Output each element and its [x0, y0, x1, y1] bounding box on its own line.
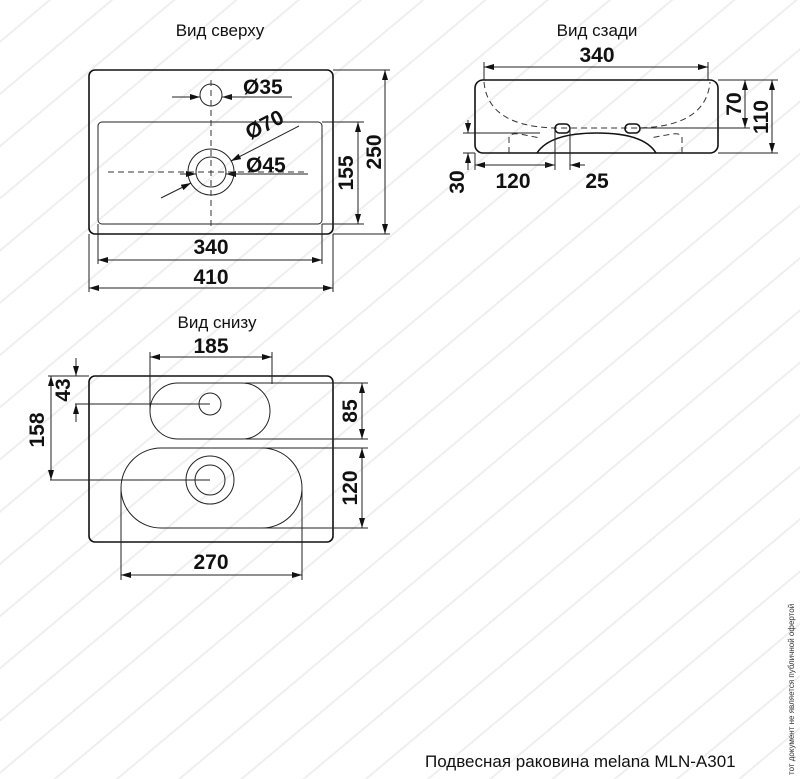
dim-tap-hole: Ø35	[243, 76, 283, 99]
bottom-outline	[88, 375, 334, 543]
dim-lower-width: 270	[193, 551, 228, 574]
dim-basin-depth: 155	[335, 155, 358, 190]
dim-drain-outer: Ø70	[242, 106, 288, 145]
basin-outline	[97, 121, 323, 225]
dim-upper-width: 185	[193, 335, 228, 358]
sink-outline	[88, 69, 334, 235]
dim-drain-width: 25	[585, 170, 609, 193]
disclaimer-text: тот документ не является публичной оферт…	[787, 603, 796, 775]
drain-arc	[536, 132, 657, 154]
product-caption: Подвесная раковина melana MLN-A301	[425, 752, 736, 771]
dim-basin-width: 340	[193, 236, 228, 259]
top-view-title: Вид сверху	[176, 21, 265, 40]
lower-oval	[120, 447, 303, 529]
dim-tap-offset: 43	[52, 378, 75, 401]
back-view-title: Вид сзади	[557, 21, 638, 40]
dim-lower-depth: 120	[339, 470, 362, 505]
basin-hidden	[483, 81, 711, 129]
upper-oval	[149, 382, 271, 440]
bottom-view-title: Вид снизу	[178, 313, 257, 332]
dim-upper-depth: 85	[339, 399, 362, 423]
dim-back-width: 340	[579, 44, 614, 67]
back-view: Вид сзади 340 70 110 30 120 25	[446, 21, 778, 194]
dim-drain-offset-h: 120	[495, 170, 530, 193]
dim-drain-offset: 158	[26, 412, 49, 447]
dim-total-height: 110	[750, 100, 773, 134]
dim-drain-offset-v: 30	[446, 170, 469, 193]
bottom-view: Вид снизу 185 43 158 85 120 270	[26, 313, 368, 580]
dim-total-width: 410	[193, 266, 228, 289]
dim-total-depth: 250	[363, 134, 386, 169]
dim-basin-height: 70	[723, 92, 746, 115]
dim-drain-inner: Ø45	[246, 154, 286, 177]
back-outline	[474, 79, 719, 154]
top-view: Вид сверху Ø35 Ø70 Ø45 155 250 340 410	[88, 21, 390, 292]
